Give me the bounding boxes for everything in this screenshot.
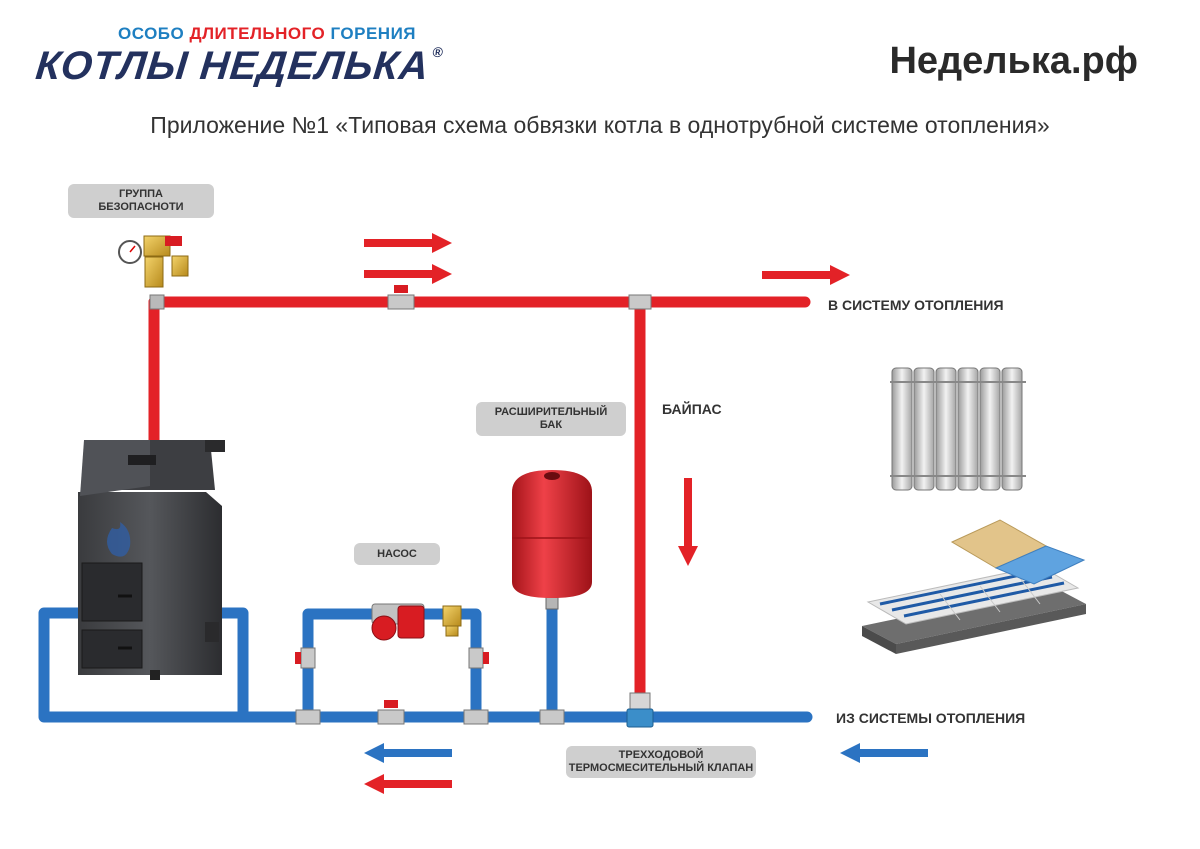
pump-loop-valves	[295, 647, 489, 669]
pump-label-text: НАСОС	[377, 547, 417, 560]
expansion-tank-label-line2: БАК	[539, 419, 563, 431]
bypass-label: БАЙПАС	[662, 401, 722, 417]
pump-label: НАСОС	[354, 543, 440, 565]
logo-tagline: ОСОБО ДЛИТЕЛЬНОГО ГОРЕНИЯ	[118, 24, 416, 44]
radiator-icon	[890, 367, 1026, 491]
from-heating-system-label: ИЗ СИСТЕМЫ ОТОПЛЕНИЯ	[836, 710, 1026, 726]
return-fittings	[295, 709, 565, 725]
safety-group-label-line1: ГРУППА	[118, 188, 163, 200]
logo-tagline-word2: ДЛИТЕЛЬНОГО	[189, 24, 326, 43]
expansion-tank-label-line1: РАСШИРИТЕЛЬНЫЙ	[494, 406, 608, 418]
page-subtitle: Приложение №1 «Типовая схема обвязки кот…	[150, 112, 1050, 138]
expansion-tank-icon	[512, 470, 592, 610]
boiler-icon	[78, 440, 225, 680]
ball-valve-icon	[387, 285, 415, 310]
hot-flow-arrows	[364, 233, 850, 794]
logo-tagline-word1: ОСОБО	[118, 24, 185, 43]
safety-group-icon	[118, 235, 189, 310]
circulation-pump-icon	[371, 603, 462, 641]
supply-pipe	[148, 296, 811, 721]
three-way-valve-label-line1: ТРЕХХОДОВОЙ	[618, 749, 704, 761]
return-ball-valve-icon	[384, 700, 398, 708]
tee-fitting-icon	[628, 294, 652, 310]
site-name: Неделька.рф	[889, 40, 1138, 82]
three-way-valve-label-line2: ТЕРМОСМЕСИТЕЛЬНЫЙ КЛАПАН	[568, 762, 754, 774]
cold-flow-arrows	[364, 743, 928, 763]
underfloor-heating-icon	[862, 519, 1086, 654]
safety-group-label-line2: БЕЗОПАСНОТИ	[98, 201, 184, 213]
to-heating-system-label: В СИСТЕМУ ОТОПЛЕНИЯ	[828, 297, 1004, 313]
three-way-valve-icon	[626, 692, 654, 728]
logo-tagline-word3: ГОРЕНИЯ	[330, 24, 417, 43]
